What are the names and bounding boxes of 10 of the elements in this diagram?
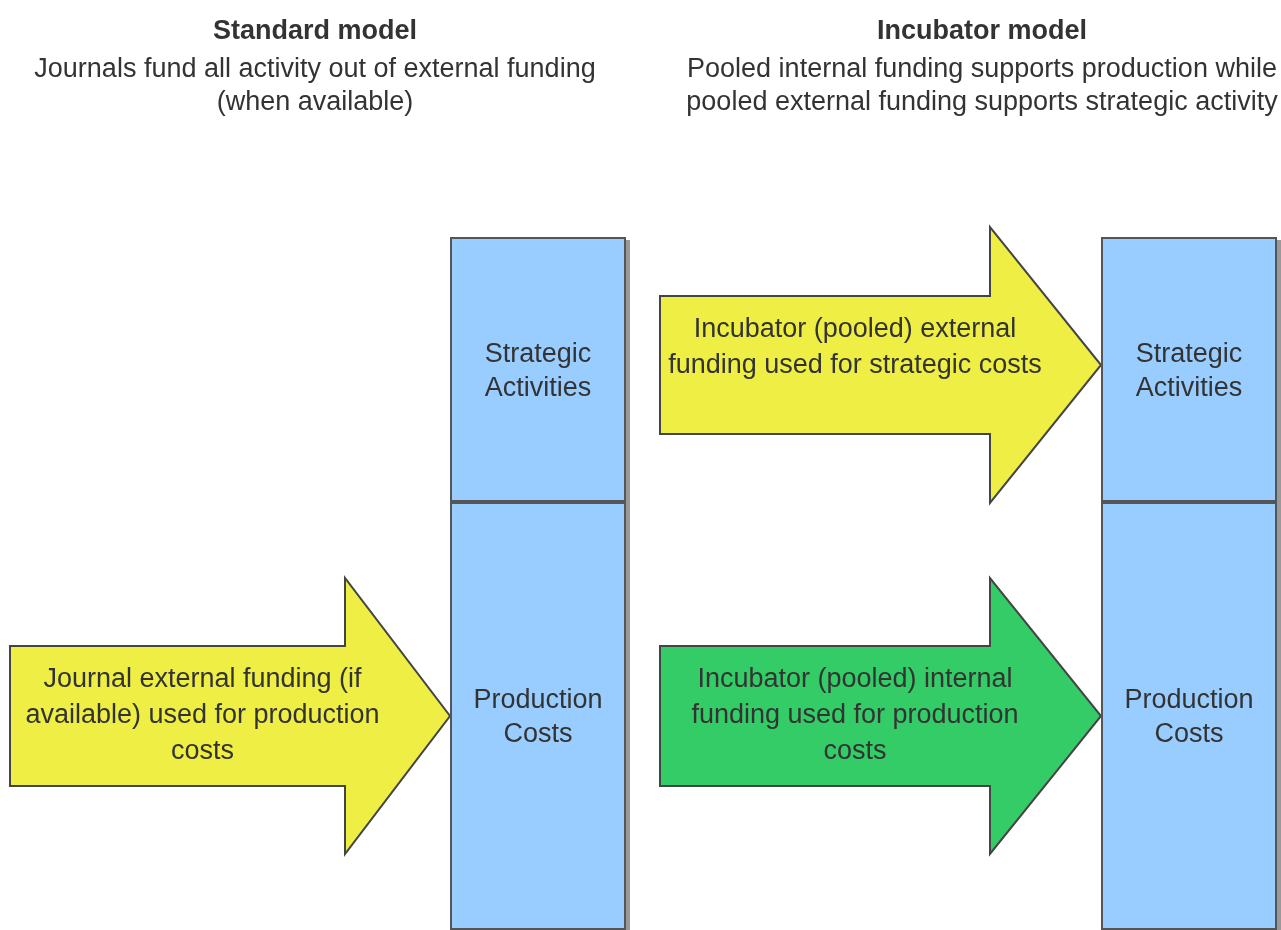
edge-label: Incubator (pooled) internal funding used for production costs: [690, 662, 1020, 767]
block-arrow: [659, 575, 1103, 857]
edge-label: Journal external funding (if available) used for production costs: [24, 662, 381, 767]
column-heading: Standard model: [212, 14, 418, 47]
description-text: Pooled internal funding supports production while pooled external funding supports strategic activity: [685, 52, 1279, 118]
edge-label: Incubator (pooled) external funding used for strategic costs: [667, 312, 1043, 381]
description-text: Journals fund all activity out of external funding (when available): [33, 52, 597, 118]
block-arrow: [659, 224, 1103, 506]
block-arrow: [9, 575, 452, 857]
column-heading: Incubator model: [876, 14, 1088, 47]
